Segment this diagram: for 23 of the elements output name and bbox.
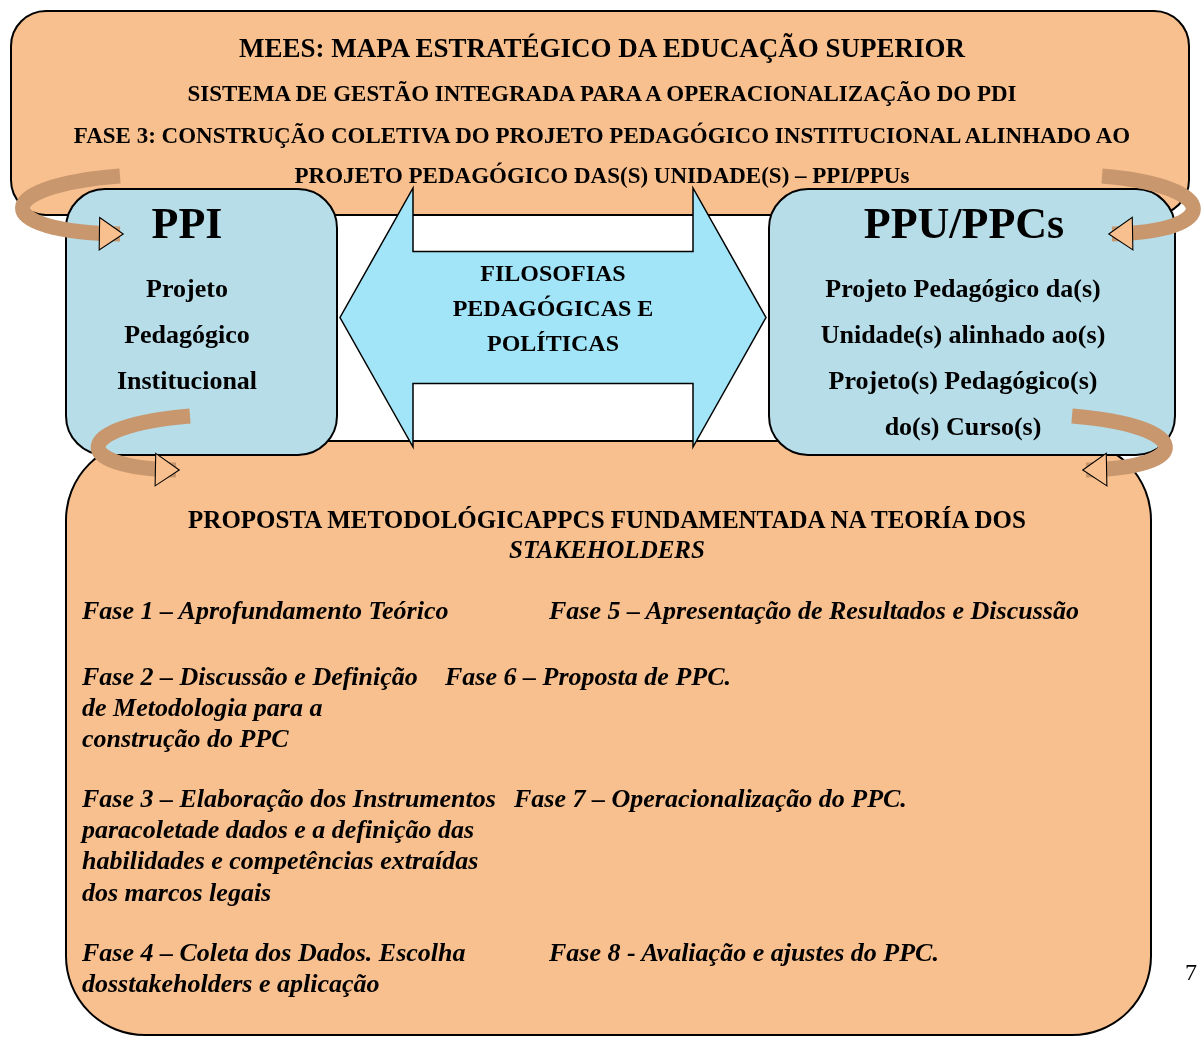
subheading: SISTEMA DE GESTÃO INTEGRADA PARA A OPERACIONALIZAÇÃO DO PDI xyxy=(186,80,1018,108)
curved-arrow xyxy=(91,408,191,486)
phase-text: Fase 3 – Elaboração dos Instrumentos paracoletade dados e a definição das habilidades e competências extraídas dos marcos legais xyxy=(82,783,497,908)
phase-text: Fase 5 – Apresentação de Resultados e Discussão xyxy=(549,595,1080,627)
double-arrow xyxy=(339,185,767,450)
box-description: Projeto Pedagógico da(s) Unidade(s) alinhado ao(s) Projeto(s) Pedagógico(s) do(s) Curso(s) xyxy=(819,273,1107,444)
phase-text: Fase 8 - Avaliação e ajustes do PPC. xyxy=(549,937,940,969)
page-number: 7 xyxy=(1185,958,1198,987)
box-description: Projeto Pedagógico Institucional xyxy=(115,273,259,398)
box-title: PPI xyxy=(150,198,224,250)
rounded-box xyxy=(65,188,338,456)
phase-text: Fase 1 – Aprofundamento Teórico xyxy=(82,595,450,627)
rounded-box xyxy=(768,188,1176,456)
phase-description: FASE 3: CONSTRUÇÃO COLETIVA DO PROJETO PEDAGÓGICO INSTITUCIONAL ALINHADO AO PROJETO PEDAGÓGICO DAS(S) UNIDADE(S) – PPI/PPUs xyxy=(72,121,1132,190)
phase-text: Fase 7 – Operacionalização do PPC. xyxy=(514,783,908,815)
heading: MEES: MAPA ESTRATÉGICO DA EDUCAÇÃO SUPERIOR xyxy=(238,32,967,65)
phase-text: Fase 6 – Proposta de PPC. xyxy=(445,661,732,693)
edge-label: FILOSOFIAS PEDAGÓGICAS E POLÍTICAS xyxy=(451,258,655,359)
phase-text: Fase 4 – Coleta dos Dados. Escolha dosstakeholders e aplicação xyxy=(82,937,467,1000)
rounded-box xyxy=(65,440,1152,1036)
phase-text: Fase 2 – Discussão e Definição de Metodologia para a construção do PPC xyxy=(82,661,419,755)
box-title: PROPOSTA METODOLÓGICAPPCS FUNDAMENTADA NA TEORÍA DOS STAKEHOLDERS xyxy=(187,505,1027,565)
box-title: PPU/PPCs xyxy=(862,198,1066,250)
